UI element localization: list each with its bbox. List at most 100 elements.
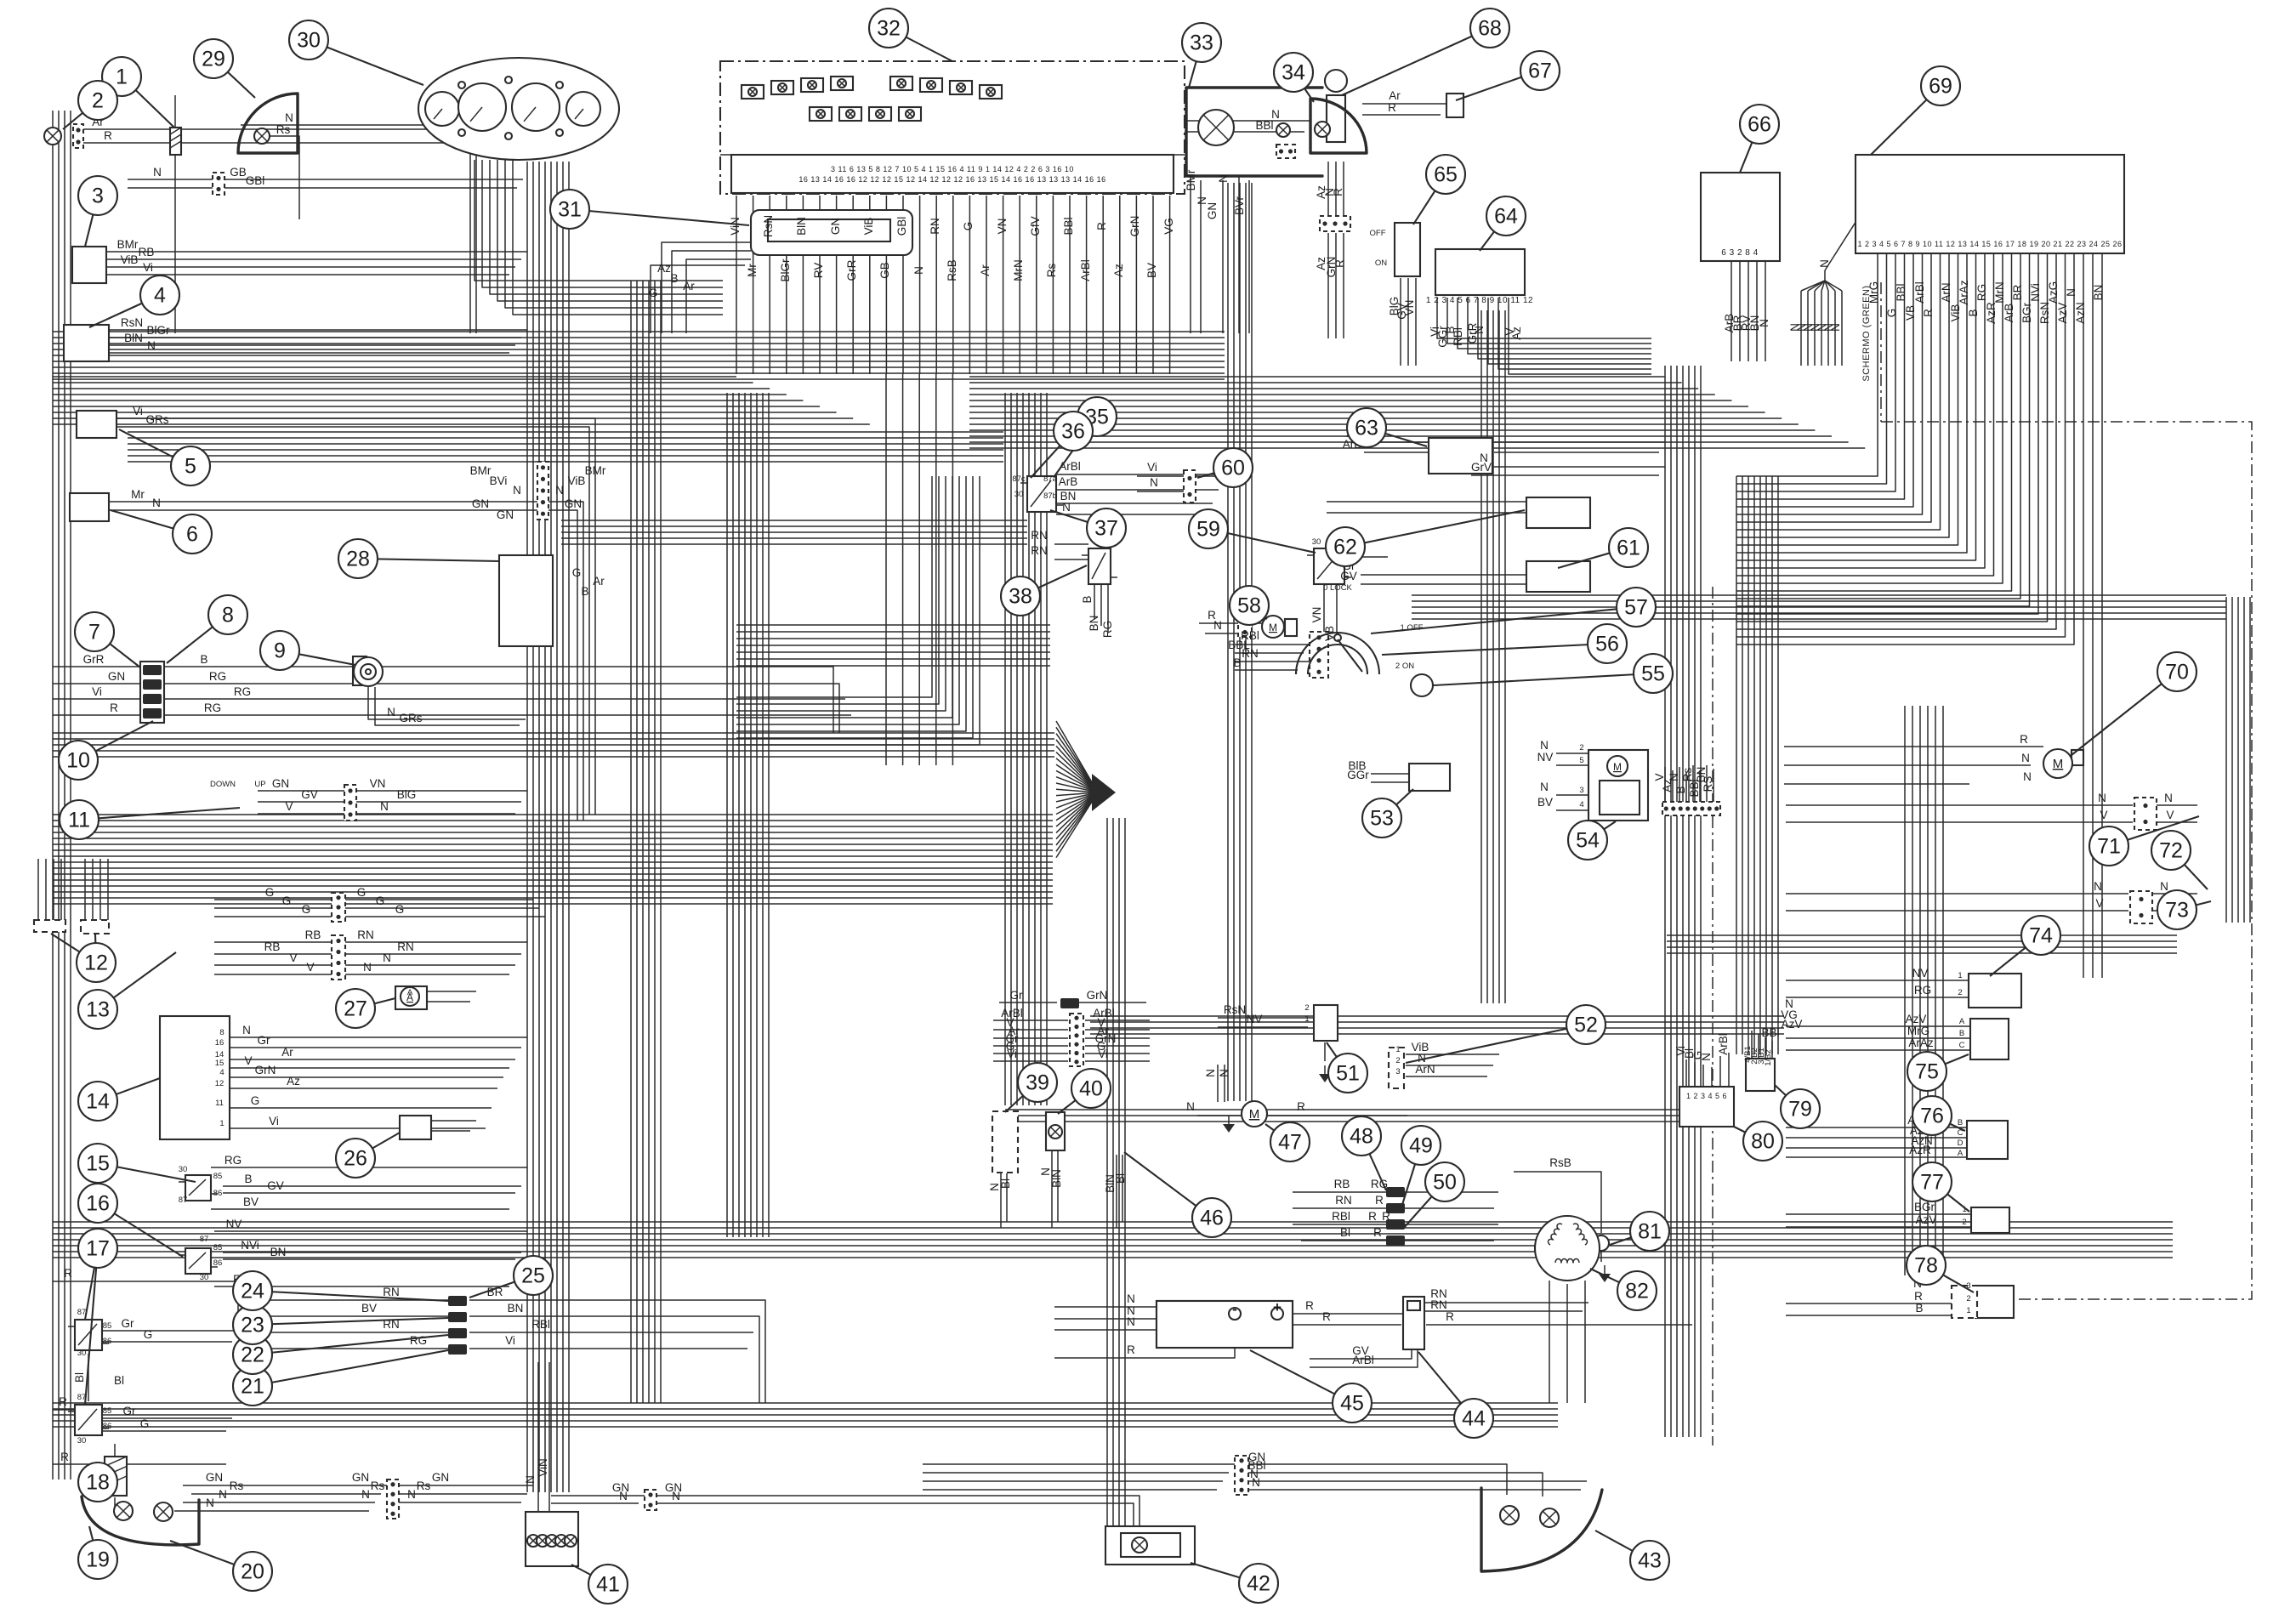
wire-label: NVi [2029, 283, 2042, 302]
connector-pin-dot [1239, 1468, 1244, 1473]
connector [1661, 800, 1722, 817]
wire-bundle [474, 160, 723, 281]
component-box [1744, 1057, 1776, 1093]
wire-bundle [1736, 253, 1968, 554]
connector-pin-dot [1074, 1059, 1079, 1065]
connector-pin-dot [336, 971, 341, 977]
component-box [497, 554, 554, 648]
wire [117, 426, 590, 815]
callout-circle [231, 1269, 274, 1312]
wire-label: V [306, 961, 314, 974]
wire-fan [1055, 792, 1099, 803]
wire-label: 14 [215, 1050, 224, 1059]
wire-label: GV [1340, 570, 1357, 582]
wire-label: Bl [1114, 1173, 1127, 1184]
wire-bundle [736, 476, 933, 698]
wire-label: 2/B2 [1750, 1048, 1759, 1065]
motor-icon [399, 985, 421, 1008]
wire-label: R [59, 1395, 67, 1408]
wire-label: 86 [103, 1337, 112, 1346]
callout-number: 72 [2159, 839, 2183, 863]
wire-label: B [581, 585, 588, 598]
callout-42: 42 [1190, 1561, 1280, 1604]
connector-pin-dot [1333, 221, 1338, 226]
wire-label: 86 [213, 1258, 223, 1268]
callout-70: 70 [2071, 650, 2198, 756]
wire-label: N [1829, 323, 1842, 332]
wire-bundle [1736, 253, 1995, 576]
callout-leader [252, 1289, 449, 1303]
wire-label: B [1444, 326, 1457, 333]
callout-leader [78, 806, 241, 821]
component-box [1678, 1085, 1736, 1128]
component-box [991, 1110, 1020, 1174]
warning-light [748, 88, 757, 96]
wire-label: BlB [1348, 759, 1366, 772]
wire-label: GN [829, 218, 842, 235]
wire-label: BBl [1688, 779, 1701, 797]
wire-label: BBL [1228, 639, 1250, 651]
callout-67: 67 [1455, 49, 1561, 101]
wire-label: N [988, 1183, 1001, 1191]
wire-label: GN [565, 497, 582, 510]
wire-label: A [1959, 1017, 1965, 1026]
wire-label: D [1958, 1139, 1964, 1148]
wire-label: R [1446, 1310, 1454, 1323]
wire-label: 87b [1043, 491, 1057, 501]
callout-number: 52 [1574, 1014, 1598, 1037]
wire-label: BBl [1761, 1026, 1779, 1039]
wire-label: Rs [276, 123, 291, 136]
connector-pin-dot [1671, 806, 1676, 811]
wire-label: 1 OFF [1401, 623, 1424, 633]
callout-2: 2 [62, 79, 119, 130]
connector-pin-dot [2139, 912, 2144, 918]
callout-circle [192, 37, 235, 80]
wire-label: ArB [1723, 314, 1736, 333]
warning-light [906, 110, 914, 118]
wire-label: N [1785, 997, 1793, 1010]
wire-label: N [2021, 752, 2030, 764]
wire-label: N [912, 266, 925, 275]
wire-label: R [1922, 309, 1935, 317]
wire-label: 0 LOCK [1323, 583, 1352, 593]
wire-label: RG [1975, 284, 1988, 301]
wire-label: BR [1731, 315, 1744, 331]
callout-circle [77, 1461, 119, 1503]
wire-label: N [2164, 792, 2173, 804]
warning-light [846, 110, 855, 118]
callout-4: 4 [88, 274, 181, 328]
callout-number: 56 [1595, 633, 1619, 656]
callout-number: 63 [1355, 417, 1378, 440]
wire-label: RV [812, 263, 825, 279]
connector [1233, 1454, 1250, 1497]
callout-circle [337, 537, 379, 580]
wire [650, 264, 745, 333]
connector-pin-dot [2143, 819, 2148, 825]
light-housing [236, 92, 299, 155]
callout-50: 50 [1402, 1161, 1466, 1230]
wire [1514, 1171, 1602, 1233]
wire-label: B [1674, 786, 1687, 793]
callout-leader [1405, 1023, 1587, 1065]
callout-number: 34 [1282, 61, 1305, 85]
connector-pin-dot [336, 938, 341, 944]
wire-label: N [2065, 288, 2077, 297]
wire-label: GGr [1436, 326, 1449, 348]
wire-label: 30 [200, 1273, 209, 1282]
wire-bundle [736, 476, 980, 746]
relay-contact [77, 1323, 98, 1346]
callout-number: 70 [2165, 661, 2189, 684]
connector [1068, 1012, 1085, 1068]
wire-label: 4/B1 [1743, 1046, 1753, 1063]
wire-label: 3 [1579, 786, 1583, 795]
connector [1275, 143, 1297, 160]
wire-label: R [60, 1451, 69, 1463]
callout-circle [1424, 153, 1467, 196]
relay-contact [1030, 480, 1052, 508]
wire-label: N [1473, 326, 1486, 334]
wire-label: GRs [400, 712, 423, 724]
motor-icon [1240, 1099, 1269, 1128]
wire-fan [1055, 758, 1099, 793]
wire-label: GrN [1095, 1032, 1117, 1045]
wire-bundle [1736, 253, 1878, 477]
